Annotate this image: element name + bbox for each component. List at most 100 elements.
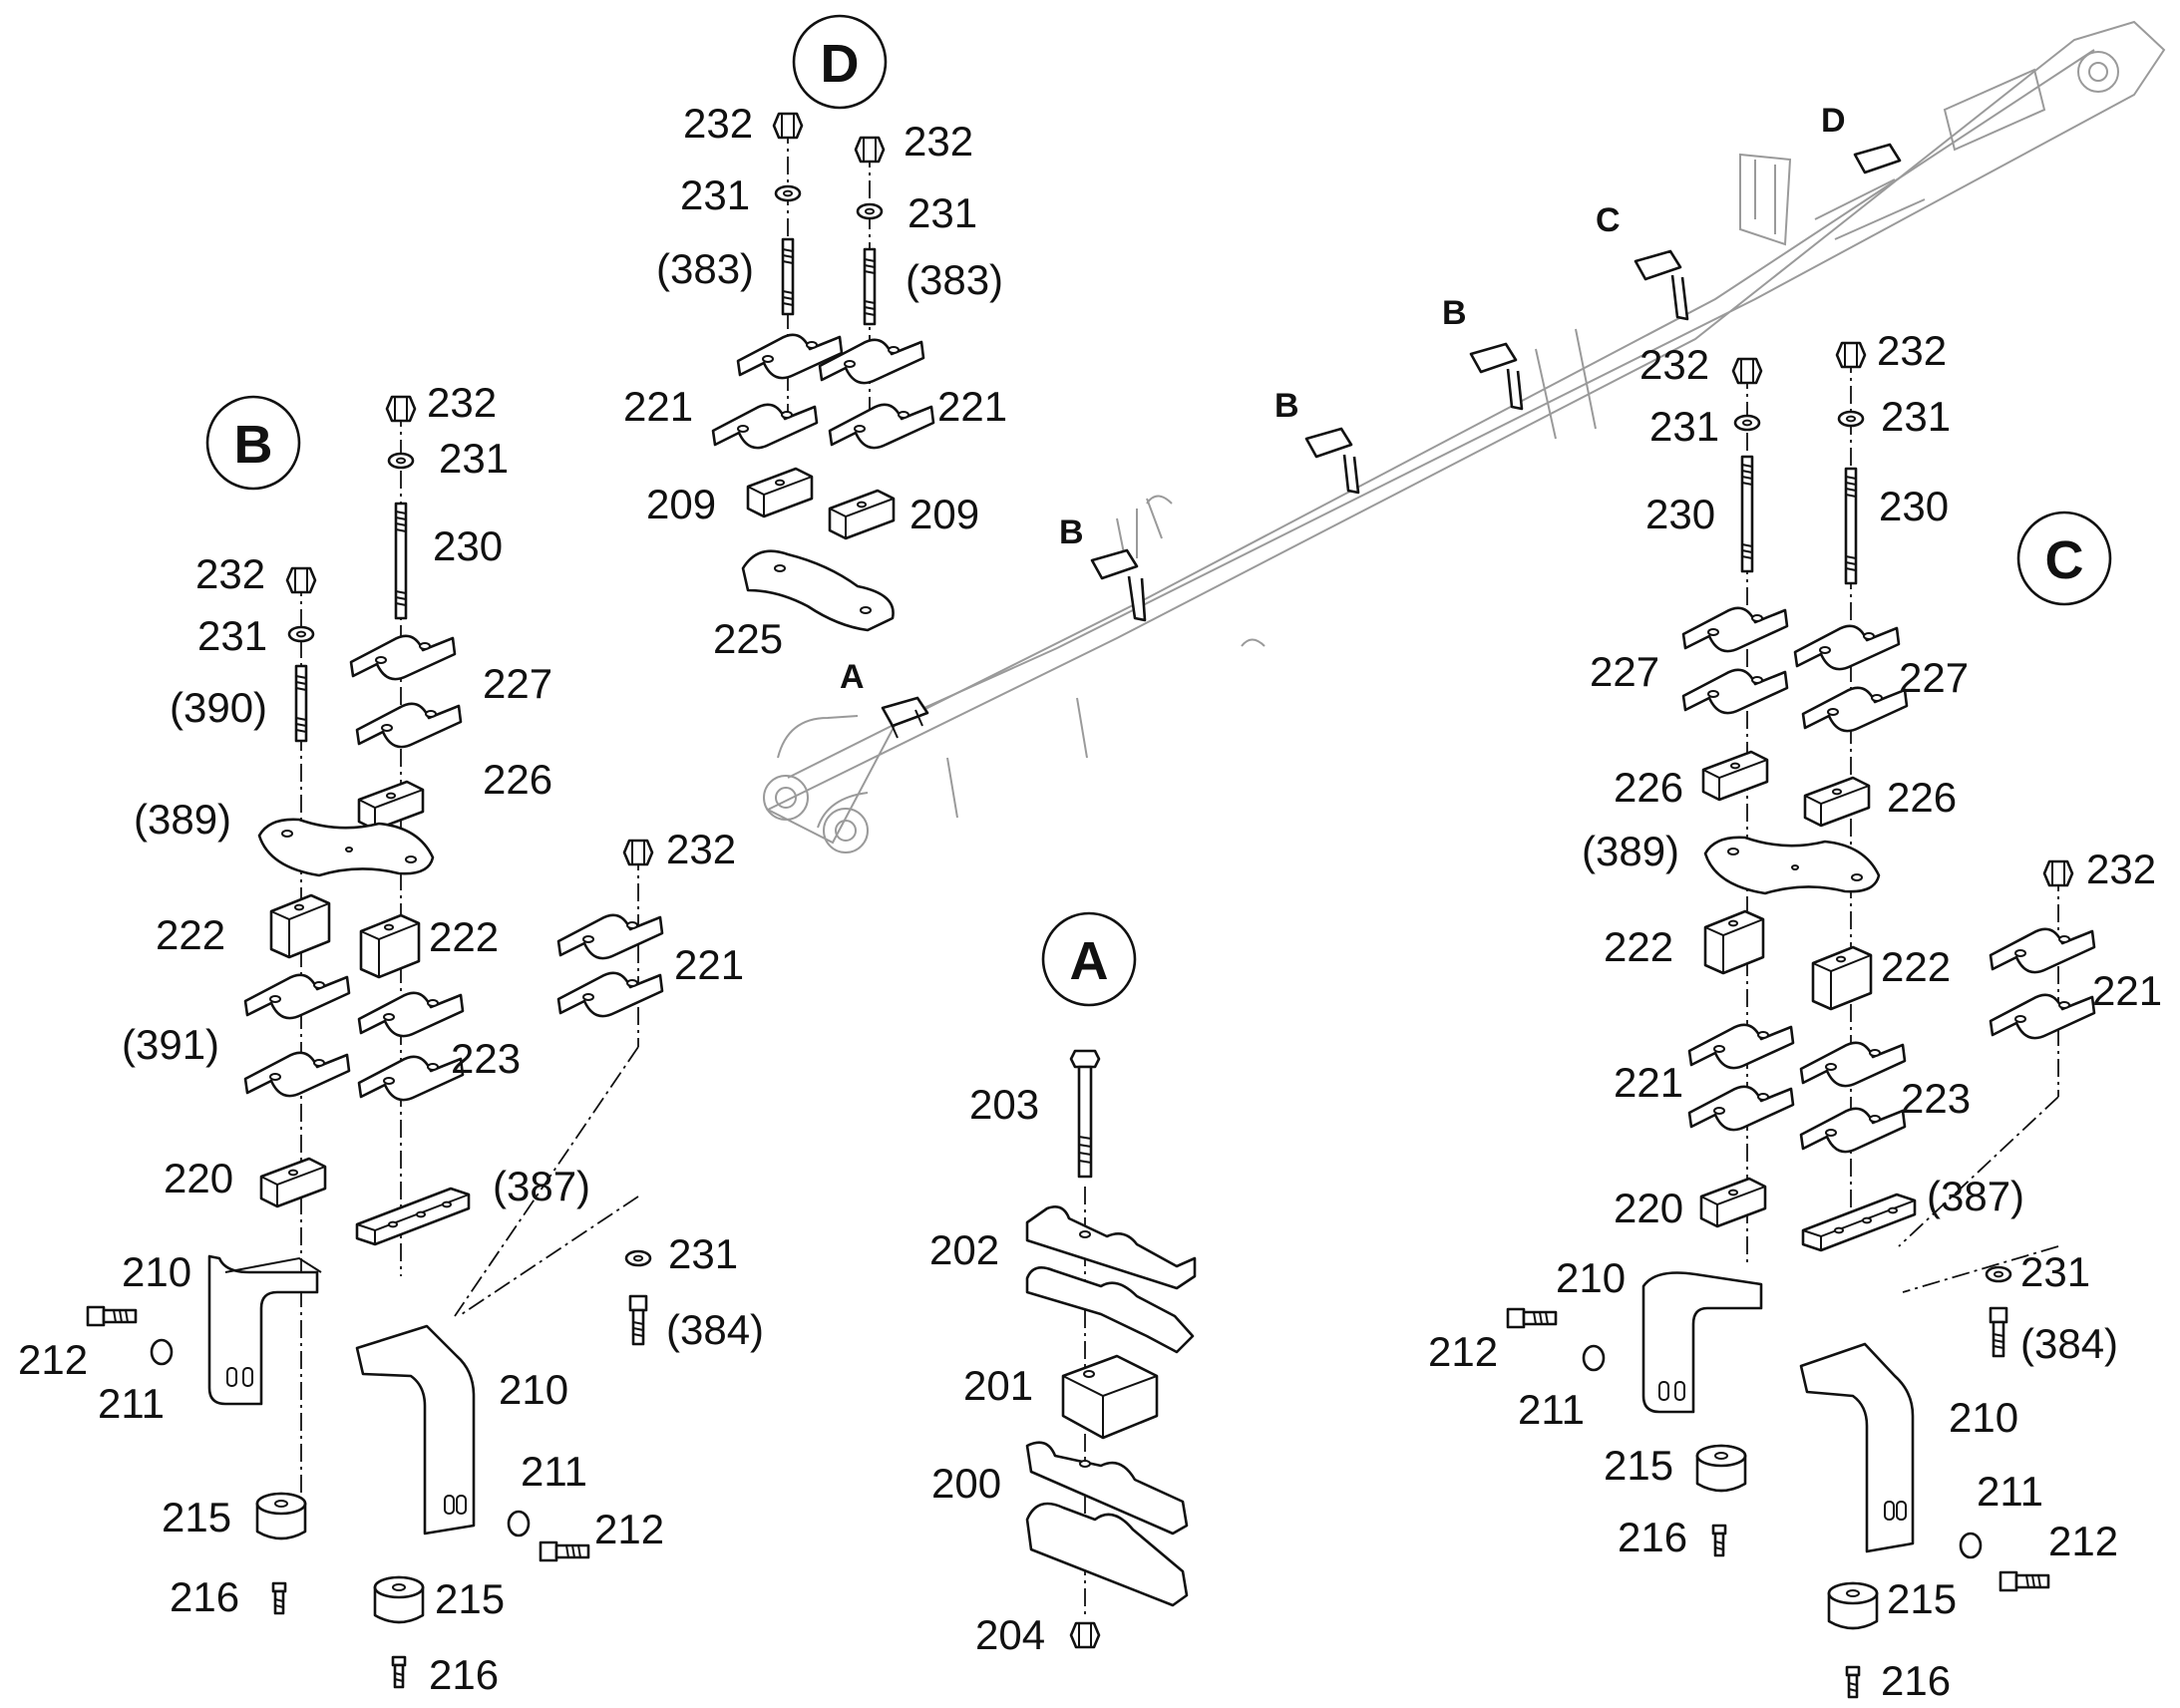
bolt-212 [539, 1540, 590, 1562]
rubber-mount-215 [1695, 1444, 1747, 1493]
clamp-202-lower [1025, 1266, 1195, 1354]
callout-210: 210 [1556, 1254, 1626, 1301]
washer-211 [1959, 1532, 1983, 1559]
callout-232: 232 [683, 100, 753, 147]
callout-231: 231 [439, 435, 509, 482]
block-220 [259, 1157, 327, 1208]
washer-231 [387, 452, 415, 470]
boom-marker-A: A [840, 658, 865, 696]
callout-212: 212 [18, 1336, 88, 1383]
callout-232: 232 [1877, 327, 1947, 374]
callout-231: 231 [908, 189, 977, 236]
nut-232 [622, 839, 654, 866]
callout-387: (387) [1927, 1173, 2024, 1219]
bar-387 [1801, 1193, 1917, 1252]
plate-225 [741, 549, 895, 632]
nut-232 [285, 566, 317, 594]
callout-232: 232 [195, 550, 265, 597]
callout-223: 223 [1901, 1075, 1971, 1122]
nut-232 [1835, 341, 1867, 369]
plate-389 [257, 818, 435, 877]
boom-marker-B: B [1059, 513, 1084, 551]
clamp-227 [349, 634, 457, 681]
callout-222: 222 [1881, 943, 1951, 990]
callout-204: 204 [975, 1611, 1045, 1658]
boom-clamp-A [881, 696, 929, 739]
callout-231: 231 [1881, 393, 1951, 440]
callout-383: (383) [656, 245, 754, 292]
boom-clamp-D [1853, 143, 1902, 174]
clamp-223 [1799, 1041, 1907, 1088]
block-222 [359, 913, 421, 979]
washer-231 [1733, 414, 1761, 432]
boom-marker-B: B [1442, 294, 1467, 332]
callout-211: 211 [1518, 1386, 1585, 1433]
callout-226: 226 [1614, 764, 1683, 811]
block-226 [1701, 750, 1769, 802]
clamp-223 [357, 1055, 465, 1102]
callout-232: 232 [1639, 341, 1709, 388]
rubber-mount-215 [1827, 1581, 1879, 1630]
callout-232: 232 [2086, 846, 2156, 892]
boom-marker-C: C [1596, 201, 1621, 239]
boom-clamp-B1 [1090, 548, 1147, 622]
stud-230 [1740, 455, 1754, 573]
callout-230: 230 [433, 522, 503, 569]
block-222 [1811, 945, 1873, 1011]
bolt-212 [86, 1305, 138, 1327]
section-C-title: C [2045, 530, 2084, 590]
boom-clamp-B2 [1304, 427, 1360, 495]
plate-389 [1703, 836, 1881, 895]
callout-390: (390) [170, 684, 267, 731]
callout-212: 212 [2048, 1518, 2118, 1564]
boom-marker-B: B [1274, 387, 1299, 425]
block-226 [1803, 776, 1871, 828]
stud-383 [863, 247, 877, 326]
bolt-203 [1069, 1049, 1101, 1179]
clamp-221 [1989, 993, 2096, 1040]
callout-216: 216 [170, 1573, 239, 1620]
callout-227: 227 [1899, 654, 1969, 701]
clamp-391 [243, 1051, 351, 1098]
callout-201: 201 [963, 1362, 1033, 1409]
callout-221: 221 [2092, 967, 2162, 1014]
block-209 [828, 489, 896, 540]
callout-220: 220 [1614, 1185, 1683, 1231]
clamp-227 [1801, 686, 1909, 733]
washer-211 [150, 1338, 174, 1366]
callout-230: 230 [1645, 491, 1715, 537]
callout-202: 202 [929, 1226, 999, 1273]
block-201 [1061, 1354, 1159, 1440]
callout-215: 215 [1604, 1442, 1673, 1489]
washer-231 [774, 184, 802, 202]
clamp-200-lower [1025, 1502, 1189, 1607]
clamp-223 [1799, 1107, 1907, 1154]
callout-203: 203 [969, 1081, 1039, 1128]
block-220 [1699, 1177, 1767, 1228]
clamp-221 [1687, 1085, 1795, 1132]
block-209 [746, 467, 814, 518]
stud-390 [294, 664, 308, 743]
bolt-384 [628, 1294, 648, 1346]
stud-383 [781, 237, 795, 316]
callout-221: 221 [674, 941, 744, 988]
callout-215: 215 [435, 1575, 505, 1622]
callout-231: 231 [197, 612, 267, 659]
bolt-216 [391, 1655, 407, 1689]
clamp-227 [355, 702, 463, 749]
callout-223: 223 [451, 1035, 521, 1082]
section-D-badge [792, 14, 888, 110]
boom-assembly [763, 20, 2166, 854]
callout-387: (387) [493, 1163, 590, 1209]
washer-231 [1985, 1265, 2012, 1283]
stud-230 [394, 502, 408, 620]
clamp-227 [1793, 624, 1901, 671]
nut-232 [385, 395, 417, 423]
clamp-227 [1681, 668, 1789, 715]
bolt-384 [1989, 1306, 2008, 1358]
callout-212: 212 [1428, 1328, 1498, 1375]
bolt-216 [1845, 1665, 1861, 1699]
callout-216: 216 [1881, 1657, 1951, 1704]
callout-216: 216 [429, 1651, 499, 1698]
